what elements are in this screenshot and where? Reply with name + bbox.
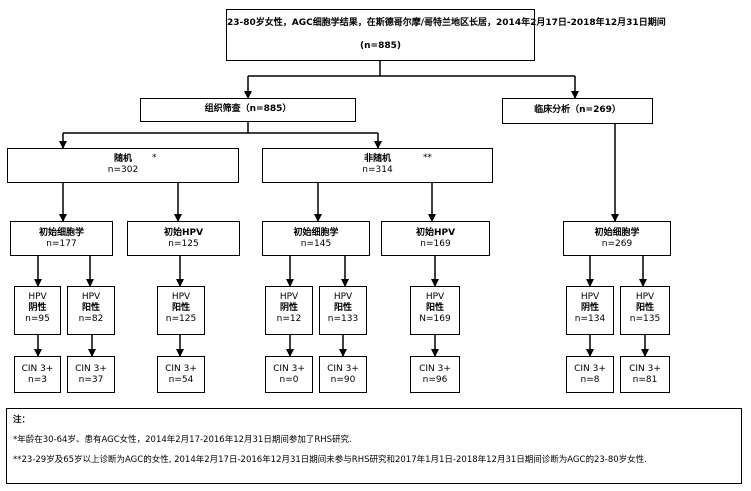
hpv-label: HPV [279,292,299,302]
root-population-box: 23-80岁女性，AGC细胞学结果，在斯德哥尔摩/哥特兰地区长居，2014年2月… [226,9,666,61]
cin-outcome-box: CIN 3+ n=54 [157,356,205,393]
cin-outcome-box: CIN 3+ n=37 [67,356,115,393]
cin-label: CIN 3+ [165,364,197,374]
primary-box: 初始细胞学 n=177 [10,221,113,256]
clinical-analysis-box: 临床分析（n=269） [502,98,653,124]
primary-box: 初始细胞学 n=269 [563,221,671,256]
primary-label: 初始HPV [415,228,456,238]
primary-label: 初始细胞学 [38,228,84,238]
nonrandom-count: n=314 [362,165,393,175]
primary-box: 初始细胞学 n=145 [262,221,370,256]
hpv-label: HPV [81,292,101,302]
hpv-count: n=135 [629,314,661,324]
hpv-count: n=125 [165,314,197,324]
root-population-count: (n=885) [360,41,401,51]
cin-count: n=54 [168,375,194,385]
hpv-result-box: HPV 阳性 n=135 [620,286,670,335]
hpv-label: HPV [580,292,600,302]
random-box: 随机 n=302 * [7,148,239,183]
hpv-status: 阳性 [635,303,654,313]
cin-label: CIN 3+ [75,364,107,374]
random-footnote-mark: * [152,153,157,163]
hpv-count: n=133 [327,314,359,324]
cin-count: n=81 [632,375,658,385]
primary-box: 初始HPV n=169 [381,221,490,256]
primary-label: 初始HPV [163,228,204,238]
primary-label: 初始细胞学 [594,228,640,238]
cin-count: n=37 [78,375,104,385]
hpv-result-box: HPV 阳性 n=133 [319,286,367,335]
random-count: n=302 [107,165,139,175]
random-label: 随机 [113,154,132,164]
nonrandom-label: 非随机 [363,154,391,164]
primary-box: 初始HPV n=125 [127,221,240,256]
hpv-label: HPV [425,292,445,302]
nonrandom-box: 非随机 n=314 ** [262,148,493,183]
primary-count: n=177 [46,239,77,249]
cin-outcome-box: CIN 3+ n=8 [566,356,614,393]
hpv-status: 阳性 [81,303,100,313]
hpv-result-box: HPV 阳性 n=125 [157,286,205,335]
hpv-result-box: HPV 阳性 n=82 [67,286,115,335]
footnote-1: *年龄在30-64岁、患有AGC女性，2014年2月17-2016年12月31日… [13,435,352,445]
tissue-screening-label: 组织筛查（n=885） [204,104,292,114]
hpv-count: n=134 [574,314,606,324]
cin-label: CIN 3+ [419,364,451,374]
cin-label: CIN 3+ [273,364,305,374]
hpv-result-box: HPV 阳性 N=169 [410,286,460,335]
hpv-count: n=82 [78,314,104,324]
hpv-result-box: HPV 阴性 n=12 [265,286,313,335]
tissue-screening-box: 组织筛查（n=885） [140,98,356,122]
footnotes-box: 注： *年龄在30-64岁、患有AGC女性，2014年2月17-2016年12月… [6,408,742,484]
cin-outcome-box: CIN 3+ n=0 [265,356,313,393]
hpv-status: 阳性 [425,303,444,313]
primary-label: 初始细胞学 [293,228,339,238]
primary-count: n=269 [601,239,633,249]
hpv-count: N=169 [419,314,451,324]
hpv-label: HPV [171,292,191,302]
cin-label: CIN 3+ [629,364,661,374]
hpv-label: HPV [635,292,655,302]
primary-count: n=125 [168,239,199,249]
hpv-label: HPV [28,292,47,302]
hpv-label: HPV [333,292,353,302]
hpv-result-box: HPV 阴性 n=134 [566,286,614,335]
cin-count: n=8 [580,375,600,385]
clinical-analysis-label: 临床分析（n=269） [534,105,621,115]
nonrandom-footnote-mark: ** [423,153,432,163]
hpv-result-box: HPV 阴性 n=95 [14,286,61,335]
cin-label: CIN 3+ [21,364,54,374]
hpv-status: 阴性 [279,303,298,313]
cin-count: n=90 [330,375,356,385]
footnotes-title: 注： [13,415,31,425]
hpv-count: n=12 [276,314,302,324]
cin-count: n=96 [422,375,448,385]
primary-count: n=145 [300,239,332,249]
hpv-status: 阴性 [580,303,599,313]
cin-count: n=3 [28,375,47,385]
primary-count: n=169 [420,239,451,249]
cin-outcome-box: CIN 3+ n=3 [14,356,61,393]
cin-count: n=0 [279,375,299,385]
cin-label: CIN 3+ [574,364,606,374]
cin-outcome-box: CIN 3+ n=96 [410,356,460,393]
hpv-status: 阴性 [28,303,47,313]
cin-outcome-box: CIN 3+ n=81 [620,356,670,393]
hpv-status: 阳性 [333,303,352,313]
footnote-2: **23-29岁及65岁以上诊断为AGC的女性, 2014年2月17日-2016… [13,455,647,465]
cin-outcome-box: CIN 3+ n=90 [319,356,367,393]
cin-label: CIN 3+ [327,364,359,374]
root-population-text: 23-80岁女性，AGC细胞学结果，在斯德哥尔摩/哥特兰地区长居，2014年2月… [227,18,666,28]
hpv-count: n=95 [25,314,50,324]
hpv-status: 阳性 [171,303,190,313]
